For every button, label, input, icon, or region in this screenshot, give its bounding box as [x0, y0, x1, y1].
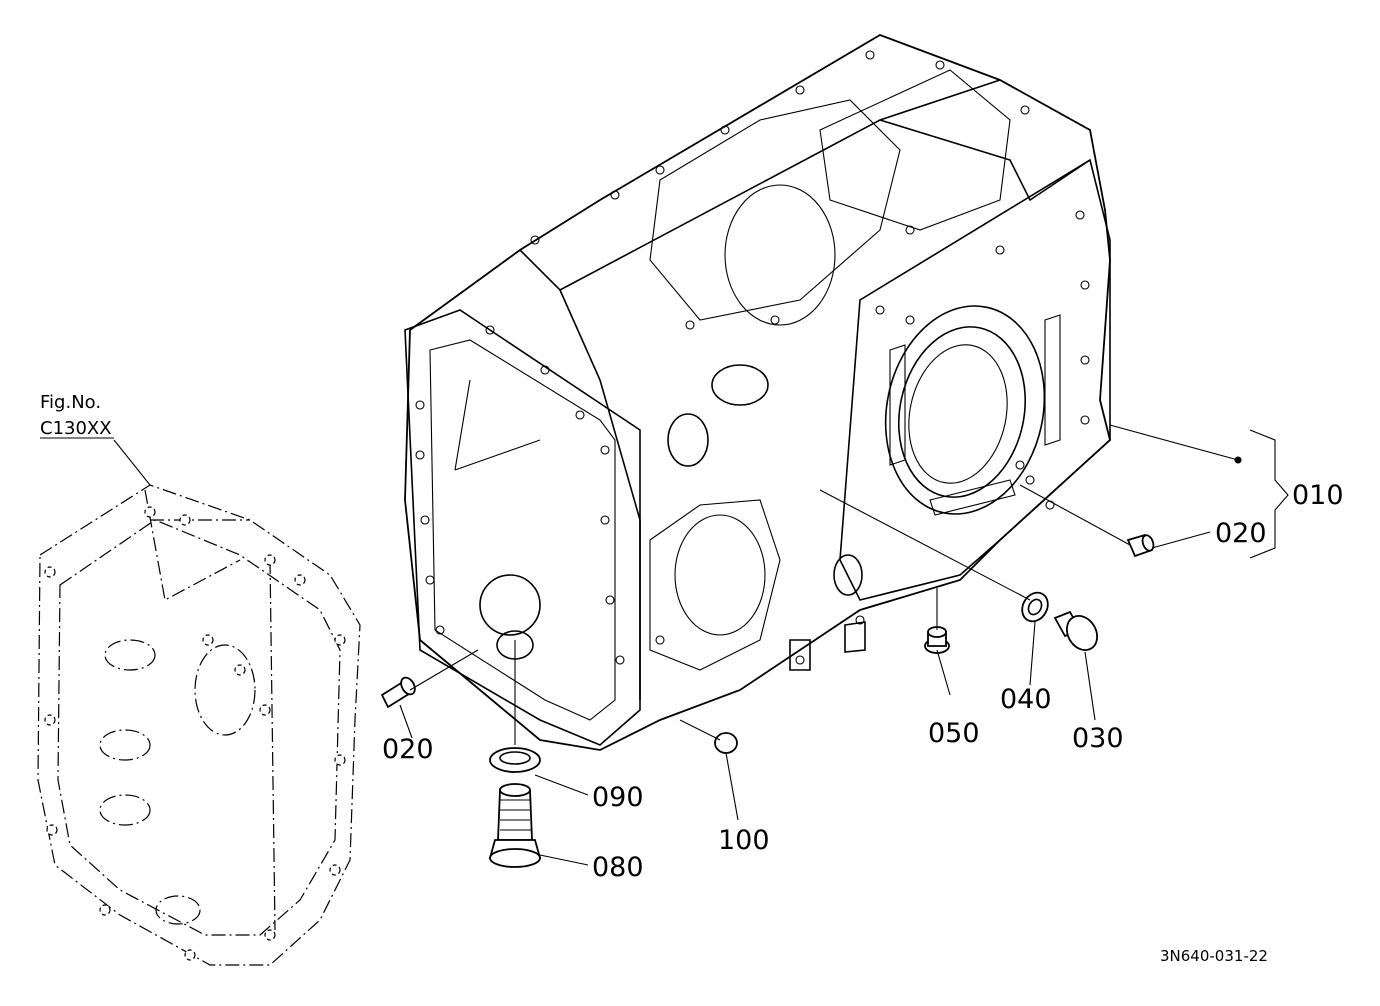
label-040: 040 [1000, 684, 1052, 715]
transmission-case [404, 34, 1112, 751]
part-020-pin-right[interactable] [1126, 533, 1155, 558]
bolt-holes [415, 50, 1090, 665]
part-090-washer[interactable] [489, 747, 541, 773]
label-020-right: 020 [1215, 518, 1267, 549]
fig-no-value: C130XX [40, 418, 112, 439]
label-050: 050 [928, 718, 980, 749]
label-090: 090 [592, 782, 644, 813]
part-100-plug[interactable] [714, 732, 738, 754]
label-030: 030 [1072, 723, 1124, 754]
leader-lines [113, 424, 1289, 866]
label-010: 010 [1292, 480, 1344, 511]
part-020-pin-left[interactable] [380, 675, 418, 709]
drawing-code: 3N640-031-22 [1160, 947, 1268, 965]
part-030-plug[interactable] [1053, 610, 1103, 655]
part-050-plug[interactable] [924, 626, 950, 654]
label-100: 100 [718, 825, 770, 856]
part-040-washer[interactable] [1017, 588, 1053, 626]
fig-no-label: Fig.No. [40, 392, 101, 413]
front-cover-reference [37, 484, 361, 966]
part-labels: 010 020 020 030 040 050 080 090 100 Fig.… [40, 392, 1344, 965]
label-020-left: 020 [382, 734, 434, 765]
part-080-valve[interactable] [488, 783, 542, 868]
label-080: 080 [592, 852, 644, 883]
